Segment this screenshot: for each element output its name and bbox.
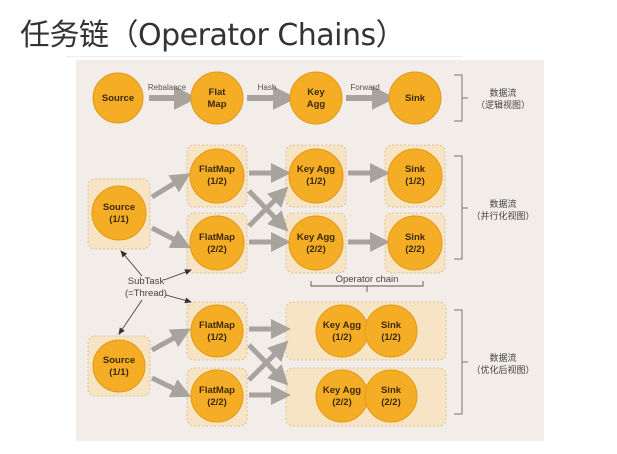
node-label: Key Agg [323,385,361,396]
pointer-subtask-source-bottom [118,299,143,335]
pointer-subtask-flatmap-top [163,269,192,281]
node-label: (2/2) [381,397,401,408]
node-sink-1-opt [364,304,418,358]
node-source: Source [92,72,144,124]
node-label: Key Agg [323,320,361,331]
node-label: Sink [381,320,402,331]
node-flatmap-1-2: FlatMap (1/2) [189,148,245,204]
node-label: FlatMap [199,320,235,331]
node-source-1-1: Source (1/1) [91,185,147,241]
operator-chain-label: Operator chain [336,274,399,285]
parallel-view-label-2: （并行化视图） [471,210,534,222]
optimized-arrows [150,319,291,405]
node-label: (2/2) [332,397,352,408]
node-label: (1/2) [405,176,425,187]
optimized-view: Source (1/1) FlatMap (1/2) FlatMap (2/2)… [87,301,535,427]
node-keyagg-1-2: Key Agg (1/2) [288,148,344,204]
node-label: (2/2) [306,244,326,255]
annotations: SubTask (=Thread) Operator chain [118,250,424,335]
arrow-opt-flatmap2-chain1 [247,340,289,382]
node-label: Sink [381,385,402,396]
node-label: Sink [405,93,426,104]
node-label: (2/2) [207,244,227,255]
arrow-flatmap2-keyagg1 [247,186,289,228]
subtask-thread-label: (=Thread) [125,288,167,299]
arrow-opt-source-flatmap-2 [150,375,192,398]
optimized-view-label-2: （优化后视图） [471,364,534,376]
node-label: Source [102,93,134,104]
chain-2: Key Agg (2/2) Sink (2/2) [315,369,418,423]
node-label: Key [307,87,325,98]
arrow-source-flatmap-2 [150,225,191,249]
edge-label-hash: Hash [258,83,277,92]
node-label: FlatMap [199,164,235,175]
node-label: FlatMap [199,232,235,243]
node-label: FlatMap [199,385,235,396]
arrow-opt-source-flatmap-1 [150,328,191,353]
pointer-subtask-flatmap-bottom [165,294,192,304]
node-sink-2-2: Sink (2/2) [387,215,443,271]
node-keyagg-1-opt [315,304,369,358]
parallel-view: Source (1/1) FlatMap (1/2) FlatMap (2/2)… [87,144,535,274]
node-label: Map [208,99,227,110]
node-label: (1/1) [109,367,129,378]
logical-view-label-2: （逻辑视图） [476,99,530,111]
node-label: (2/2) [405,244,425,255]
edge-label-rebalance: Rebalance [148,83,187,92]
node-flatmap-1-opt: FlatMap (1/2) [190,304,244,358]
node-sink-2-opt [364,369,418,423]
bracket-parallel [454,155,468,260]
node-label: Agg [307,99,326,110]
node-label: Source [103,202,135,213]
chain-1: Key Agg (1/2) Sink (1/2) [315,304,418,358]
node-flatmap-2-opt: FlatMap (2/2) [190,369,244,423]
node-label: (1/2) [332,332,352,343]
page-title: 任务链（Operator Chains） [20,18,406,53]
logical-view-label-1: 数据流 [489,87,516,99]
bracket-optimized [454,309,468,415]
node-label: (1/2) [381,332,401,343]
title-divider [66,56,462,57]
node-label: Source [103,355,135,366]
edge-hash: Hash [247,83,297,110]
node-label: Flat [209,87,227,98]
edge-forward: Forward [346,83,396,110]
node-label: (1/2) [207,332,227,343]
node-source-opt: Source (1/1) [92,339,146,393]
node-label: (1/2) [207,176,227,187]
logical-view: Rebalance Hash Forward Source Flat Map K… [92,71,530,125]
node-keyagg-2-opt [315,369,369,423]
pointer-subtask-source-top [120,250,143,277]
subtask-label: SubTask [128,276,165,287]
arrow-source-flatmap-1 [150,173,191,200]
node-flatmap: Flat Map [190,71,244,125]
node-sink: Sink [388,71,442,125]
optimized-view-label-1: 数据流 [489,352,516,364]
node-label: Sink [405,164,426,175]
parallel-view-label-1: 数据流 [489,198,516,210]
parallel-arrows [150,163,390,252]
operator-chain-bracket [310,281,424,292]
node-sink-1-2: Sink (1/2) [387,148,443,204]
node-label: (2/2) [207,397,227,408]
node-label: Key Agg [297,232,335,243]
bracket-logical [454,74,468,122]
edge-label-forward: Forward [350,83,379,92]
node-flatmap-2-2: FlatMap (2/2) [189,215,245,271]
node-keyagg: Key Agg [289,71,343,125]
edge-rebalance: Rebalance [148,83,198,110]
node-label: Sink [405,232,426,243]
node-label: Key Agg [297,164,335,175]
node-label: (1/2) [306,176,326,187]
node-keyagg-2-2: Key Agg (2/2) [288,215,344,271]
node-label: (1/1) [109,214,129,225]
